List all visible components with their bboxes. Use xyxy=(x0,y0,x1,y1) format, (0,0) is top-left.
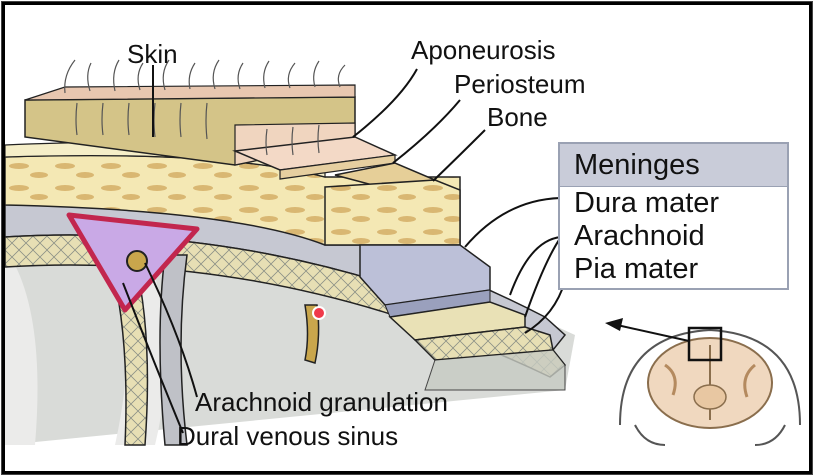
label-dural-venous-sinus: Dural venous sinus xyxy=(177,421,398,451)
meninges-legend: Meninges Dura mater Arachnoid Pia mater xyxy=(558,142,789,290)
arachnoid-granulation xyxy=(127,251,147,271)
label-arachnoid-granulation: Arachnoid granulation xyxy=(195,387,448,417)
label-bone: Bone xyxy=(487,102,548,132)
meninges-item-arachnoid: Arachnoid xyxy=(560,220,787,253)
label-aponeurosis: Aponeurosis xyxy=(411,35,556,65)
meninges-title: Meninges xyxy=(560,144,787,187)
meninges-item-pia-mater: Pia mater xyxy=(560,253,787,286)
label-periosteum: Periosteum xyxy=(454,69,586,99)
label-skin: Skin xyxy=(127,39,178,69)
arrow-icon xyxy=(605,318,623,331)
meninges-item-dura-mater: Dura mater xyxy=(560,187,787,220)
brain-inset xyxy=(605,318,800,445)
